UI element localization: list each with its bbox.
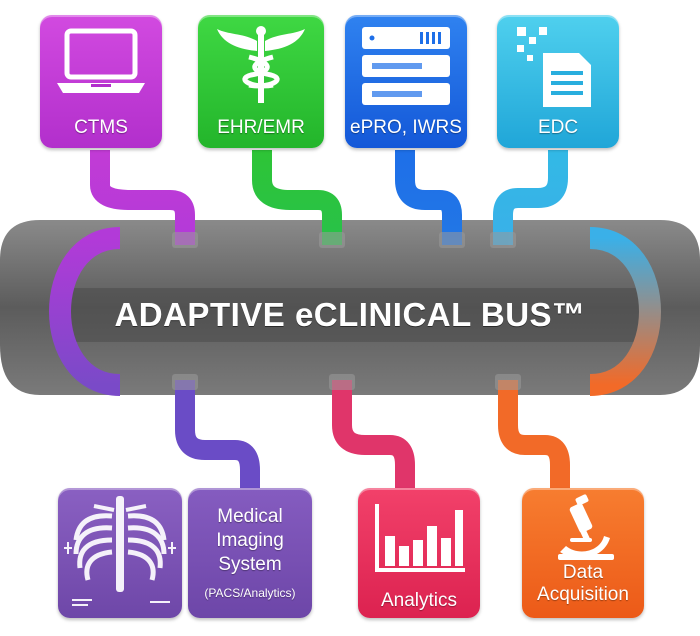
daq-label-line1: Data xyxy=(562,562,604,583)
server-icon xyxy=(362,27,450,105)
analytics-label: Analytics xyxy=(380,590,458,611)
bus-left-arc xyxy=(49,227,121,396)
epro-tile: ePRO, IWRS xyxy=(345,15,467,148)
ehr-tile: EHR/EMR xyxy=(198,15,324,148)
bar-chart-icon xyxy=(375,504,465,572)
connector-daq xyxy=(498,380,570,488)
document-icon xyxy=(517,27,591,107)
imaging-label-line2: Imaging xyxy=(216,530,284,551)
analytics-tile: Analytics xyxy=(358,488,480,618)
connector-imaging xyxy=(175,380,260,488)
epro-label: ePRO, IWRS xyxy=(350,117,462,138)
caduceus-icon xyxy=(217,26,305,103)
connector-ehr xyxy=(252,150,342,245)
connector-edc xyxy=(493,150,568,245)
connector-ctms xyxy=(90,150,195,245)
ctms-label: CTMS xyxy=(74,117,128,138)
connector-caps xyxy=(172,232,521,390)
imaging-sublabel: (PACS/Analytics) xyxy=(204,586,296,600)
imaging-xray-tile xyxy=(58,488,182,618)
edc-label: EDC xyxy=(537,117,579,138)
imaging-label-line3: System xyxy=(218,554,282,575)
daq-label-line2: Acquisition xyxy=(537,584,629,605)
bus-title-band xyxy=(60,288,640,342)
ehr-label: EHR/EMR xyxy=(217,117,305,138)
edc-tile: EDC xyxy=(497,15,619,148)
microscope-icon xyxy=(558,494,614,560)
ctms-tile: CTMS xyxy=(40,15,162,148)
connector-epro xyxy=(395,150,462,245)
xray-icon xyxy=(64,496,176,606)
connector-analytics xyxy=(332,380,415,488)
imaging-tile: Medical Imaging System (PACS/Analytics) xyxy=(188,488,312,618)
bus-right-arc xyxy=(589,227,661,396)
daq-tile: Data Acquisition xyxy=(522,488,644,618)
laptop-icon xyxy=(57,28,145,93)
bus-title: ADAPTIVE eCLINICAL BUS™ xyxy=(114,296,586,333)
imaging-label-line1: Medical xyxy=(217,506,283,527)
